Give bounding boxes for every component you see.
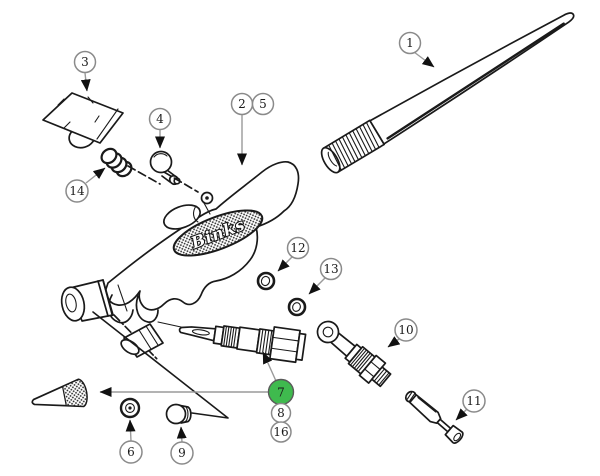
part-gun-body[interactable]: Binks — [59, 160, 300, 358]
callout-12-arrow — [277, 256, 293, 272]
callout-12-label: 12 — [290, 241, 305, 255]
callout-16[interactable]: 16 — [270, 421, 292, 443]
callout-14-label: 14 — [69, 184, 85, 198]
callout-3-arrow — [80, 72, 91, 92]
callout-13[interactable]: 13 — [319, 257, 343, 281]
callout-14[interactable]: 14 — [65, 179, 89, 203]
part-air-valve[interactable] — [312, 315, 394, 390]
part-fluid-tip-cone[interactable] — [30, 378, 89, 416]
binks-logo: Binks — [172, 209, 264, 257]
callout-1-label: 1 — [406, 36, 414, 50]
callout-3-label: 3 — [81, 55, 89, 69]
callout-11-arrow — [455, 408, 468, 421]
callout-2[interactable]: 2 — [230, 92, 254, 116]
callout-1-arrow — [413, 51, 435, 68]
callout-4-label: 4 — [156, 112, 164, 126]
part-spring[interactable] — [99, 146, 135, 179]
part-washer-6[interactable] — [119, 397, 141, 419]
part-cap-9[interactable] — [165, 403, 192, 425]
callout-arrows — [80, 51, 468, 443]
callout-6-label: 6 — [127, 445, 135, 459]
callout-10-label: 10 — [398, 323, 413, 337]
callout-7-label: 7 — [277, 386, 285, 400]
callout-3[interactable]: 3 — [73, 50, 97, 74]
callout-9-arrow — [176, 426, 187, 443]
callout-6[interactable]: 6 — [119, 440, 143, 464]
part-trigger[interactable] — [42, 92, 124, 151]
callout-2-label: 2 — [238, 97, 246, 111]
callout-5[interactable]: 5 — [251, 92, 275, 116]
part-gasket-12[interactable] — [256, 271, 276, 291]
callout-10-arrow — [387, 336, 401, 348]
callout-14-arrow — [85, 167, 106, 184]
callout-1[interactable]: 1 — [398, 31, 422, 55]
callout-11-label: 11 — [466, 394, 481, 408]
callout-5-label: 5 — [259, 97, 267, 111]
callout-13-label: 13 — [323, 262, 338, 276]
part-fluid-nozzle-assembly[interactable] — [177, 314, 307, 364]
part-gasket-13[interactable] — [287, 297, 307, 317]
callout-16-label: 16 — [273, 425, 288, 439]
callout-12[interactable]: 12 — [286, 236, 310, 260]
callout-9[interactable]: 9 — [170, 441, 194, 465]
callout-7-arrow — [262, 351, 277, 382]
callout-8-label: 8 — [277, 406, 285, 420]
part-valve-stem[interactable] — [403, 388, 465, 444]
callout-8[interactable]: 8 — [270, 402, 292, 424]
callout-10[interactable]: 10 — [394, 318, 418, 342]
assembly-pointer-lines — [92, 311, 229, 419]
callout-7-highlighted[interactable]: 7 — [267, 378, 295, 406]
part-needle[interactable] — [318, 2, 581, 175]
callout-13-arrow — [308, 277, 326, 295]
callout-4[interactable]: 4 — [148, 107, 172, 131]
callout-9-label: 9 — [178, 446, 186, 460]
callout-6-arrow — [125, 419, 136, 442]
callout-11[interactable]: 11 — [462, 389, 486, 413]
